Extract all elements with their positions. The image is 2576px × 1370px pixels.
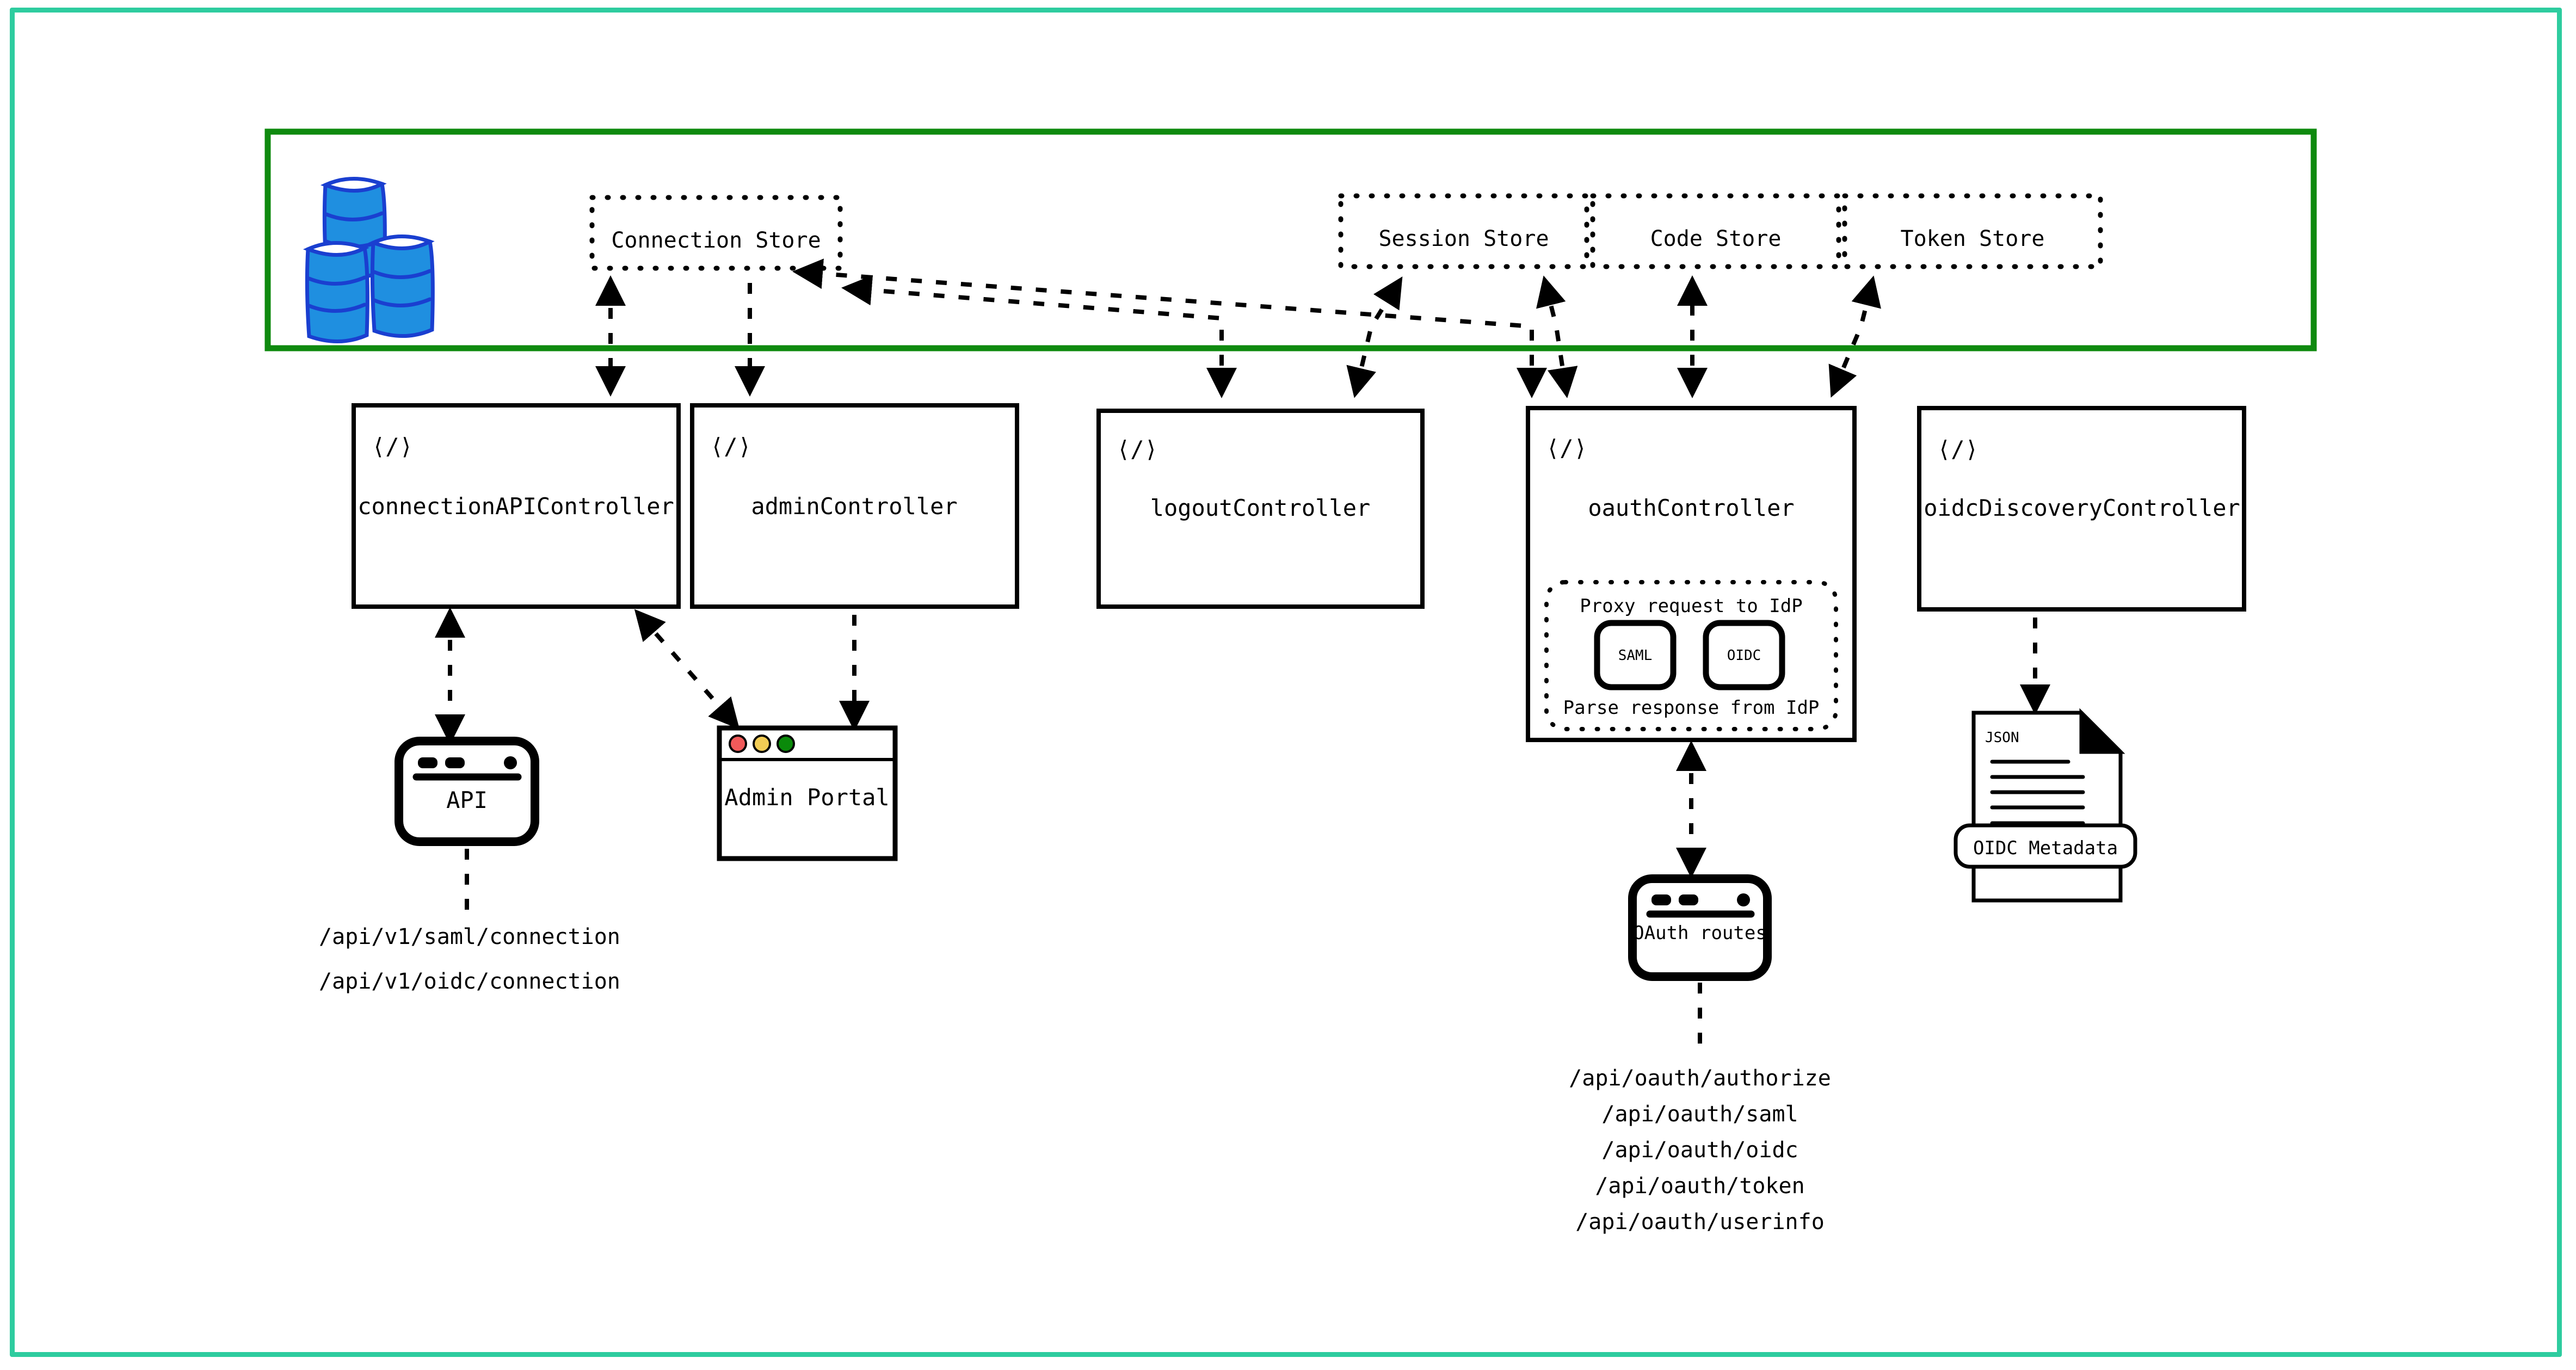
token-store-label: Token Store (1901, 226, 2045, 251)
code-icon: ⟨/⟩ (710, 433, 751, 460)
admin-controller-box[interactable] (690, 403, 1019, 609)
edge-session-store-to-oauth-controller (1536, 275, 1578, 398)
oauth-routes-label: OAuth routes (1633, 922, 1767, 944)
code-icon: ⟨/⟩ (1117, 436, 1158, 462)
oauth-endpoint-5: /api/oauth/userinfo (1575, 1209, 1825, 1235)
logout-controller-box[interactable] (1096, 409, 1425, 609)
oidc-protocol-box[interactable] (1703, 620, 1785, 690)
oauth-endpoint-1: /api/oauth/authorize (1569, 1066, 1831, 1091)
oauth-endpoint-4: /api/oauth/token (1595, 1174, 1804, 1199)
edge-session-store-to-logout-controller (1346, 276, 1403, 398)
token-store-box[interactable] (1842, 193, 2103, 269)
oauth-controller-label: oauthController (1588, 495, 1794, 521)
edge-token-store-to-oauth-controller (1828, 275, 1881, 398)
oauth-endpoint-2: /api/oauth/saml (1601, 1102, 1798, 1127)
database-stack-icon (303, 176, 435, 344)
connection-endpoint-1: /api/v1/saml/connection (319, 924, 620, 949)
session-store-label: Session Store (1378, 226, 1549, 251)
oauth-routes-node[interactable]: OAuth routes (1628, 874, 1772, 981)
connection-store-label: Connection Store (611, 228, 821, 253)
oidc-discovery-controller-label: oidcDiscoveryController (1924, 495, 2240, 521)
oauth-controller-box[interactable] (1526, 406, 1857, 742)
oidc-protocol-label: OIDC (1727, 647, 1761, 664)
json-tag-label: JSON (1985, 730, 2019, 746)
oauth-endpoint-3: /api/oauth/oidc (1601, 1138, 1798, 1163)
logout-controller-label: logoutController (1150, 495, 1371, 521)
parse-response-label: Parse response from IdP (1563, 697, 1820, 719)
connection-store-box[interactable] (589, 195, 843, 271)
edge-oauth-controller-to-connection-store (792, 258, 1547, 398)
code-store-box[interactable] (1590, 193, 1841, 269)
connection-api-controller-box[interactable] (352, 403, 681, 609)
saml-protocol-box[interactable] (1594, 620, 1677, 690)
saml-protocol-label: SAML (1618, 647, 1653, 664)
code-icon: ⟨/⟩ (1937, 436, 1979, 462)
code-icon: ⟨/⟩ (1546, 435, 1587, 461)
edge-logout-controller-to-connection-store (841, 275, 1237, 398)
connection-endpoint-2: /api/v1/oidc/connection (319, 969, 620, 994)
proxy-request-label: Proxy request to IdP (1580, 595, 1802, 617)
connection-api-controller-label: connectionAPIController (358, 493, 674, 520)
oidc-metadata-node[interactable]: JSON OIDC Metadata (1953, 708, 2137, 903)
code-icon: ⟨/⟩ (372, 433, 413, 460)
edge-admin-controller-to-admin-portal (634, 609, 740, 730)
admin-portal-label: Admin Portal (724, 784, 889, 811)
oidc-metadata-label: OIDC Metadata (1973, 837, 2118, 859)
api-label: API (446, 787, 488, 813)
admin-controller-label: adminController (751, 493, 957, 520)
code-store-label: Code Store (1650, 226, 1782, 251)
api-node[interactable]: API (395, 737, 539, 846)
oauth-idp-group (1544, 580, 1838, 731)
oidc-discovery-controller-box[interactable] (1917, 406, 2246, 612)
outer-frame (10, 8, 2562, 1357)
admin-portal-node[interactable]: Admin Portal (717, 725, 898, 861)
